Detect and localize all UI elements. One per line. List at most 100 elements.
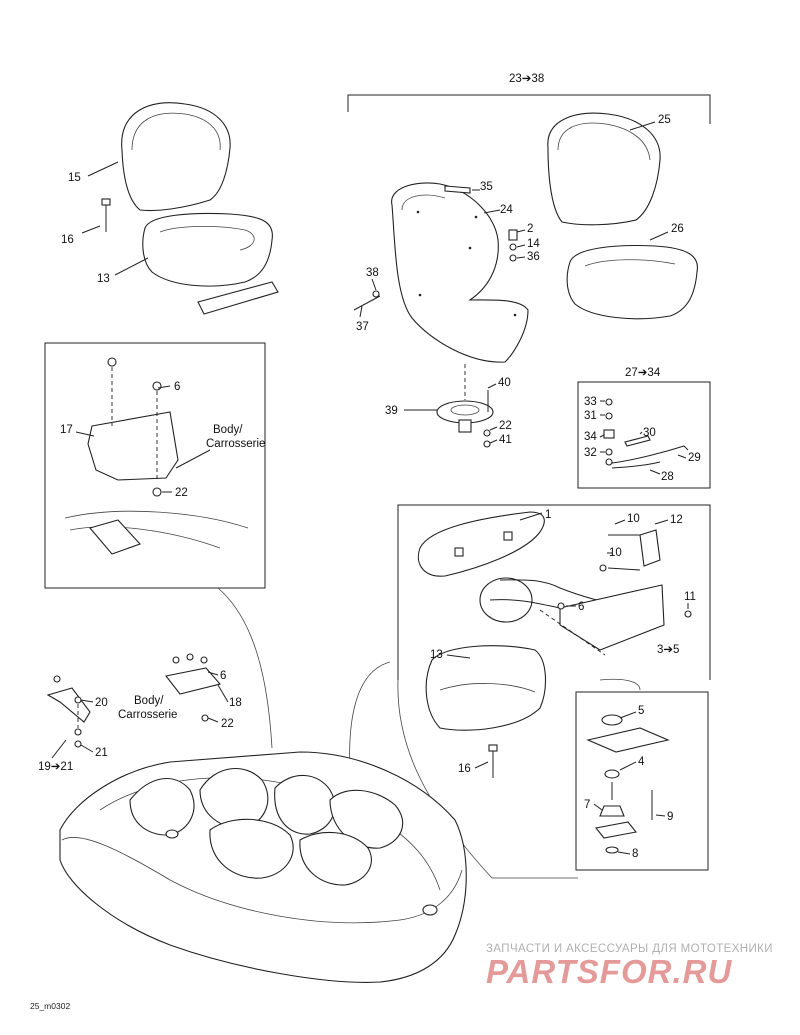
label-14: 14: [527, 238, 540, 250]
label-9: 9: [667, 811, 673, 823]
leader-1: [519, 512, 543, 521]
label-39: 39: [385, 405, 398, 417]
label-17: 17: [60, 424, 73, 436]
label-30: 30: [643, 427, 656, 439]
leader-38: [371, 278, 377, 291]
label-body-upper-2: Carrosserie: [206, 438, 265, 450]
washers-22-41: [483, 429, 491, 448]
label-15: 15: [68, 172, 81, 184]
label-11: 11: [684, 591, 696, 603]
bolt-2-stack: [508, 229, 518, 262]
seat-cushion-26: [566, 245, 698, 320]
detail-box-bracket: [577, 381, 711, 489]
pedestal-39: [436, 364, 494, 433]
label-32: 32: [584, 447, 597, 459]
label-21: 21: [95, 747, 108, 759]
label-18: 18: [229, 697, 242, 709]
label-4: 4: [638, 756, 645, 768]
detail-box-latch: [575, 691, 709, 871]
label-5: 5: [638, 705, 644, 717]
leader-10a: [614, 519, 626, 525]
label-2: 2: [527, 223, 533, 235]
label-10b: 10: [609, 547, 622, 559]
label-1: 1: [545, 509, 551, 521]
leader-30: [639, 431, 643, 435]
leader-15: [87, 161, 119, 177]
label-24: 24: [500, 204, 513, 216]
label-6c: 6: [220, 670, 226, 682]
label-25: 25: [658, 114, 671, 126]
leader-12: [654, 519, 669, 525]
label-22a: 22: [175, 487, 188, 499]
label-28: 28: [661, 471, 674, 483]
leader-41: [489, 439, 498, 444]
leader-29: [677, 454, 687, 459]
label-13b: 13: [430, 649, 443, 661]
leader-40: [487, 383, 497, 389]
leader-19-21: [51, 739, 67, 759]
leader-26: [649, 231, 669, 241]
storage-bin-outline: [64, 510, 249, 555]
label-group-23-38: 23➔38: [509, 73, 544, 85]
rail-strip-left: [197, 281, 279, 315]
label-29: 29: [688, 452, 701, 464]
storage-bin-13: [425, 645, 547, 731]
leader-36: [516, 256, 526, 259]
label-33: 33: [584, 396, 597, 408]
bracket-parts: [603, 398, 689, 469]
label-12: 12: [670, 514, 683, 526]
leader-4: [619, 761, 637, 771]
label-8: 8: [632, 848, 638, 860]
label-40: 40: [498, 377, 511, 389]
leader-18: [217, 684, 229, 703]
leader-20: [80, 699, 94, 703]
latch-parts: [586, 714, 670, 854]
label-41: 41: [499, 434, 512, 446]
backrest-25: [547, 112, 661, 226]
handle-35: [444, 185, 471, 194]
leader-21: [80, 744, 94, 753]
leader-2: [516, 229, 526, 233]
leader-37: [359, 305, 363, 318]
label-7: 7: [584, 799, 590, 811]
screw-16-left: [101, 198, 111, 232]
leader-17: [75, 431, 95, 437]
leader-25: [629, 121, 656, 131]
leader-22c: [207, 717, 219, 723]
bracket-23-38: [347, 94, 711, 124]
leader-5: [619, 711, 637, 719]
label-group-27-34: 27➔34: [625, 367, 661, 379]
cushion-1: [417, 511, 545, 577]
leader-9: [655, 814, 666, 817]
leader-28: [649, 469, 661, 475]
label-34: 34: [584, 431, 597, 443]
clip-parts-left: [46, 675, 91, 748]
label-13a: 13: [97, 273, 110, 285]
backrest-15: [121, 102, 231, 212]
watermark-logo: PARTSFOR.RU: [486, 953, 733, 990]
boat-hull: [59, 751, 467, 983]
label-31: 31: [584, 410, 597, 422]
leader-13a: [114, 257, 149, 276]
rail-assembly: [479, 529, 692, 656]
leader-body-upper: [175, 449, 211, 469]
leader-7: [593, 803, 603, 811]
label-26: 26: [671, 223, 684, 235]
figure-code: 25_m0302: [30, 1001, 71, 1011]
label-16b: 16: [458, 763, 471, 775]
label-37: 37: [356, 321, 369, 333]
hinge-18: [165, 653, 222, 722]
label-body-lower-2: Carrosserie: [118, 709, 177, 721]
connector-left-box: [217, 587, 273, 749]
washer-22-left: [152, 487, 162, 497]
connector-right-box: [599, 678, 641, 691]
label-22c: 22: [221, 718, 234, 730]
leader-24: [483, 209, 501, 214]
leader-6a: [157, 385, 171, 389]
leader-14: [516, 244, 526, 248]
watermark-caption: ЗАПЧАСТИ И АКСЕССУАРЫ ДЛЯ МОТОТЕХНИКИ: [486, 943, 773, 955]
label-body-upper-1: Body/: [213, 424, 243, 436]
label-20: 20: [95, 697, 108, 709]
leader-6c: [207, 671, 219, 676]
